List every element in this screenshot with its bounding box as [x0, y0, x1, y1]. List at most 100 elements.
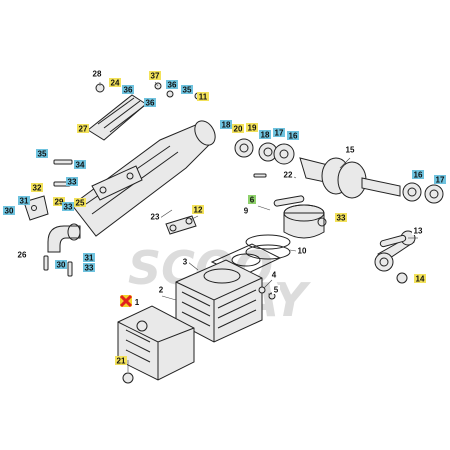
callout-10: 10: [296, 246, 308, 256]
callout-number: 33: [337, 214, 346, 223]
callout-24: 24: [109, 78, 121, 88]
callout-number: 31: [85, 254, 94, 263]
callout-number: 11: [199, 93, 208, 102]
callout-3: 3: [181, 257, 189, 267]
callout-number: 16: [414, 171, 423, 180]
callout-number: 15: [346, 146, 355, 155]
callout-number: 5: [274, 286, 279, 295]
callout-number: 10: [298, 247, 307, 256]
callout-number: 30: [5, 207, 14, 216]
callout-number: 18: [261, 131, 270, 140]
callout-number: 25: [76, 199, 85, 208]
callout-5: 5: [272, 285, 280, 295]
callout-badge: [53, 197, 65, 206]
callout-31: 31: [83, 253, 95, 263]
callout-badge: [412, 226, 424, 235]
callout-number: 1: [135, 298, 140, 307]
callout-33: 33: [335, 213, 347, 223]
callout-14: 14: [414, 274, 426, 284]
callout-badge: [149, 71, 161, 80]
callout-badge: [66, 177, 78, 186]
callout-badge: [83, 263, 95, 272]
callout-29: 29: [53, 197, 65, 207]
callout-19: 19: [246, 123, 258, 133]
callout-number: 3: [183, 258, 188, 267]
callout-30: 30: [55, 260, 67, 270]
callout-number: 9: [244, 207, 249, 216]
callout-13: 13: [412, 226, 424, 236]
callout-badge: [296, 246, 308, 255]
callout-26: 26: [16, 250, 28, 260]
callout-35: 35: [36, 149, 48, 159]
callout-30: 30: [3, 206, 15, 216]
callout-badge: [31, 183, 43, 192]
exhaust-manifold-pipe: [47, 223, 81, 253]
callout-2: 2: [157, 285, 165, 295]
callout-35: 35: [181, 85, 193, 95]
callout-36: 36: [122, 85, 134, 95]
callout-number: 33: [68, 178, 77, 187]
callout-badge: [18, 196, 30, 205]
link-plate: [165, 215, 197, 235]
callout-number: 23: [151, 213, 160, 222]
cylinder: [175, 259, 263, 343]
callout-9: 9: [242, 206, 250, 216]
callout-number: 36: [124, 86, 133, 95]
callout-37: 37: [149, 71, 161, 81]
callout-11: 11: [197, 92, 209, 102]
callout-badge: [287, 131, 299, 140]
callout-badge: [83, 253, 95, 262]
callout-badge: [74, 198, 86, 207]
callout-number: 20: [234, 125, 243, 134]
callout-20: 20: [232, 124, 244, 134]
callout-36: 36: [144, 98, 156, 108]
callout-badge: [272, 285, 280, 294]
callout-badge: [74, 160, 86, 169]
callout-16: 16: [287, 131, 299, 141]
callout-badge: [412, 170, 424, 179]
callout-18: 18: [220, 120, 232, 130]
callout-34: 34: [74, 160, 86, 170]
callout-badge: [149, 212, 161, 221]
callout-27: 27: [77, 124, 89, 134]
callout-22: 22: [282, 170, 294, 180]
callout-number: 13: [414, 227, 423, 236]
callout-number: 16: [289, 132, 298, 141]
callout-number: 6: [250, 196, 255, 205]
callout-number: 12: [194, 206, 203, 215]
callout-number: 31: [20, 197, 29, 206]
callout-badge: [282, 170, 294, 179]
callout-badge: [335, 213, 347, 222]
callout-badge: [259, 130, 271, 139]
callout-17: 17: [273, 128, 285, 138]
callout-badge: [115, 356, 127, 365]
callout-number: 33: [85, 264, 94, 273]
callout-badge: [55, 260, 67, 269]
callout-21: 21: [115, 356, 127, 366]
callout-number: 19: [248, 124, 257, 133]
callout-number: 36: [146, 99, 155, 108]
callout-33: 33: [62, 202, 74, 212]
callout-33: 33: [66, 177, 78, 187]
callout-number: 28: [93, 70, 102, 79]
callout-15: 15: [344, 145, 356, 155]
callout-28: 28: [91, 69, 103, 79]
callout-number: 27: [79, 125, 88, 134]
callout-number: 21: [117, 357, 126, 366]
crankshaft: [299, 157, 401, 199]
callout-badge: [144, 98, 156, 107]
callout-number: 35: [38, 150, 47, 159]
callout-number: 24: [111, 79, 120, 88]
callout-badge: [109, 78, 121, 87]
callout-number: 14: [416, 275, 425, 284]
callout-6: 6: [248, 195, 256, 205]
callout-badge: [192, 205, 204, 214]
callout-number: 17: [275, 129, 284, 138]
exhaust-heat-shield: [87, 94, 147, 141]
piston-rings: [245, 234, 291, 260]
exhaust-mount-bracket: [91, 165, 143, 201]
callout-badge: [181, 85, 193, 94]
callout-badge: [62, 202, 74, 211]
